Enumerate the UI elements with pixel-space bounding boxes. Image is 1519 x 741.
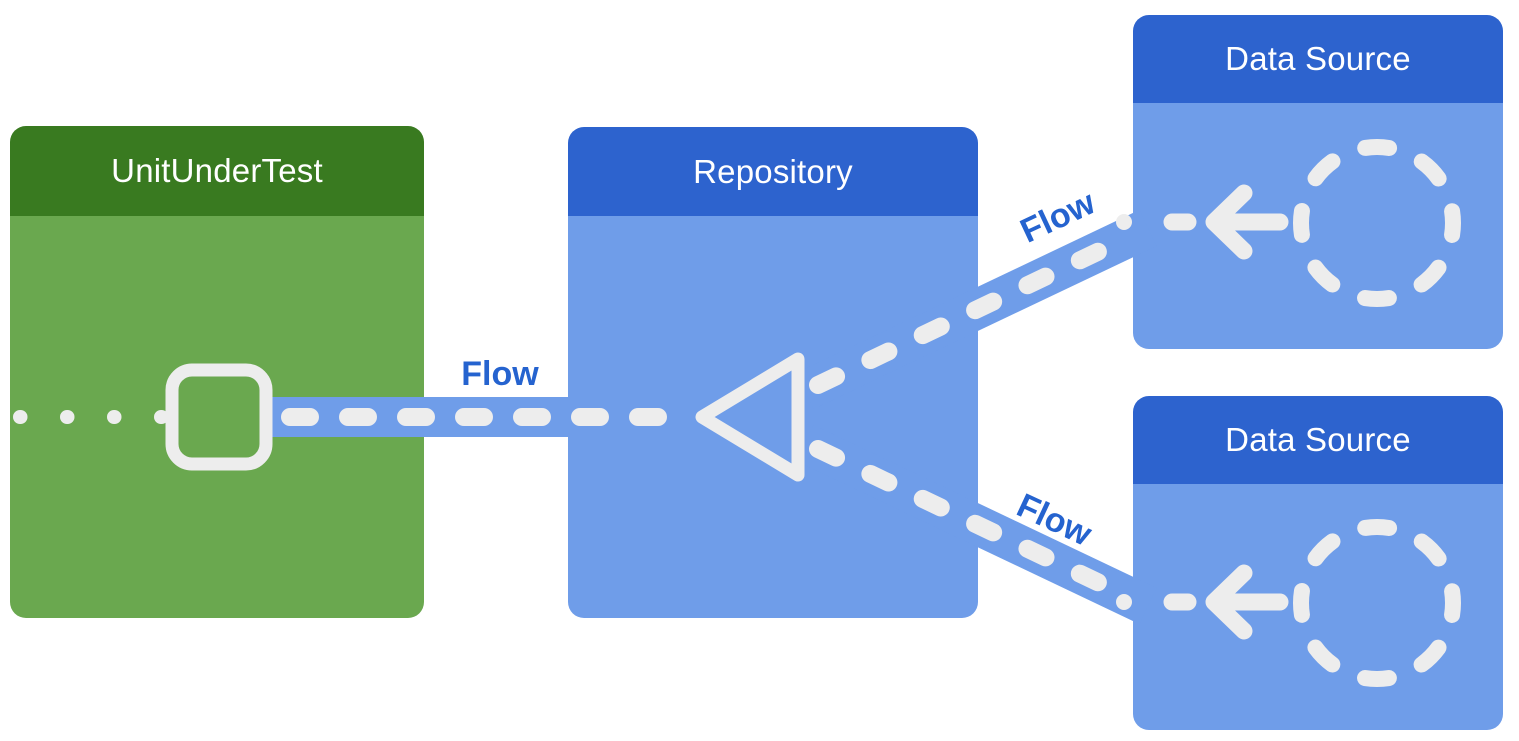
data-source-bottom-body <box>1133 484 1503 730</box>
data-source-bottom-title: Data Source <box>1225 421 1411 458</box>
unit-under-test-header: UnitUnderTest <box>10 126 424 216</box>
unit-under-test-body <box>10 216 424 618</box>
data-source-top-header: Data Source <box>1133 15 1503 103</box>
data-source-bottom-header: Data Source <box>1133 396 1503 484</box>
data-source-top-box: Data Source <box>1133 15 1503 349</box>
repository-box: Repository <box>568 127 978 618</box>
unit-under-test-title: UnitUnderTest <box>111 152 323 189</box>
flow-label-top: Flow <box>1014 183 1101 251</box>
data-source-top-body <box>1133 103 1503 349</box>
flow-dot-bottom <box>1116 594 1132 610</box>
repository-title: Repository <box>693 152 853 190</box>
unit-under-test-box: UnitUnderTest <box>10 126 424 618</box>
repository-header: Repository <box>568 127 978 216</box>
flow-label-main: Flow <box>461 355 539 393</box>
flow-label-bottom: Flow <box>1011 486 1098 554</box>
repository-body <box>568 216 978 618</box>
data-source-top-title: Data Source <box>1225 40 1411 77</box>
flow-dot-top <box>1116 214 1132 230</box>
data-source-bottom-box: Data Source <box>1133 396 1503 730</box>
